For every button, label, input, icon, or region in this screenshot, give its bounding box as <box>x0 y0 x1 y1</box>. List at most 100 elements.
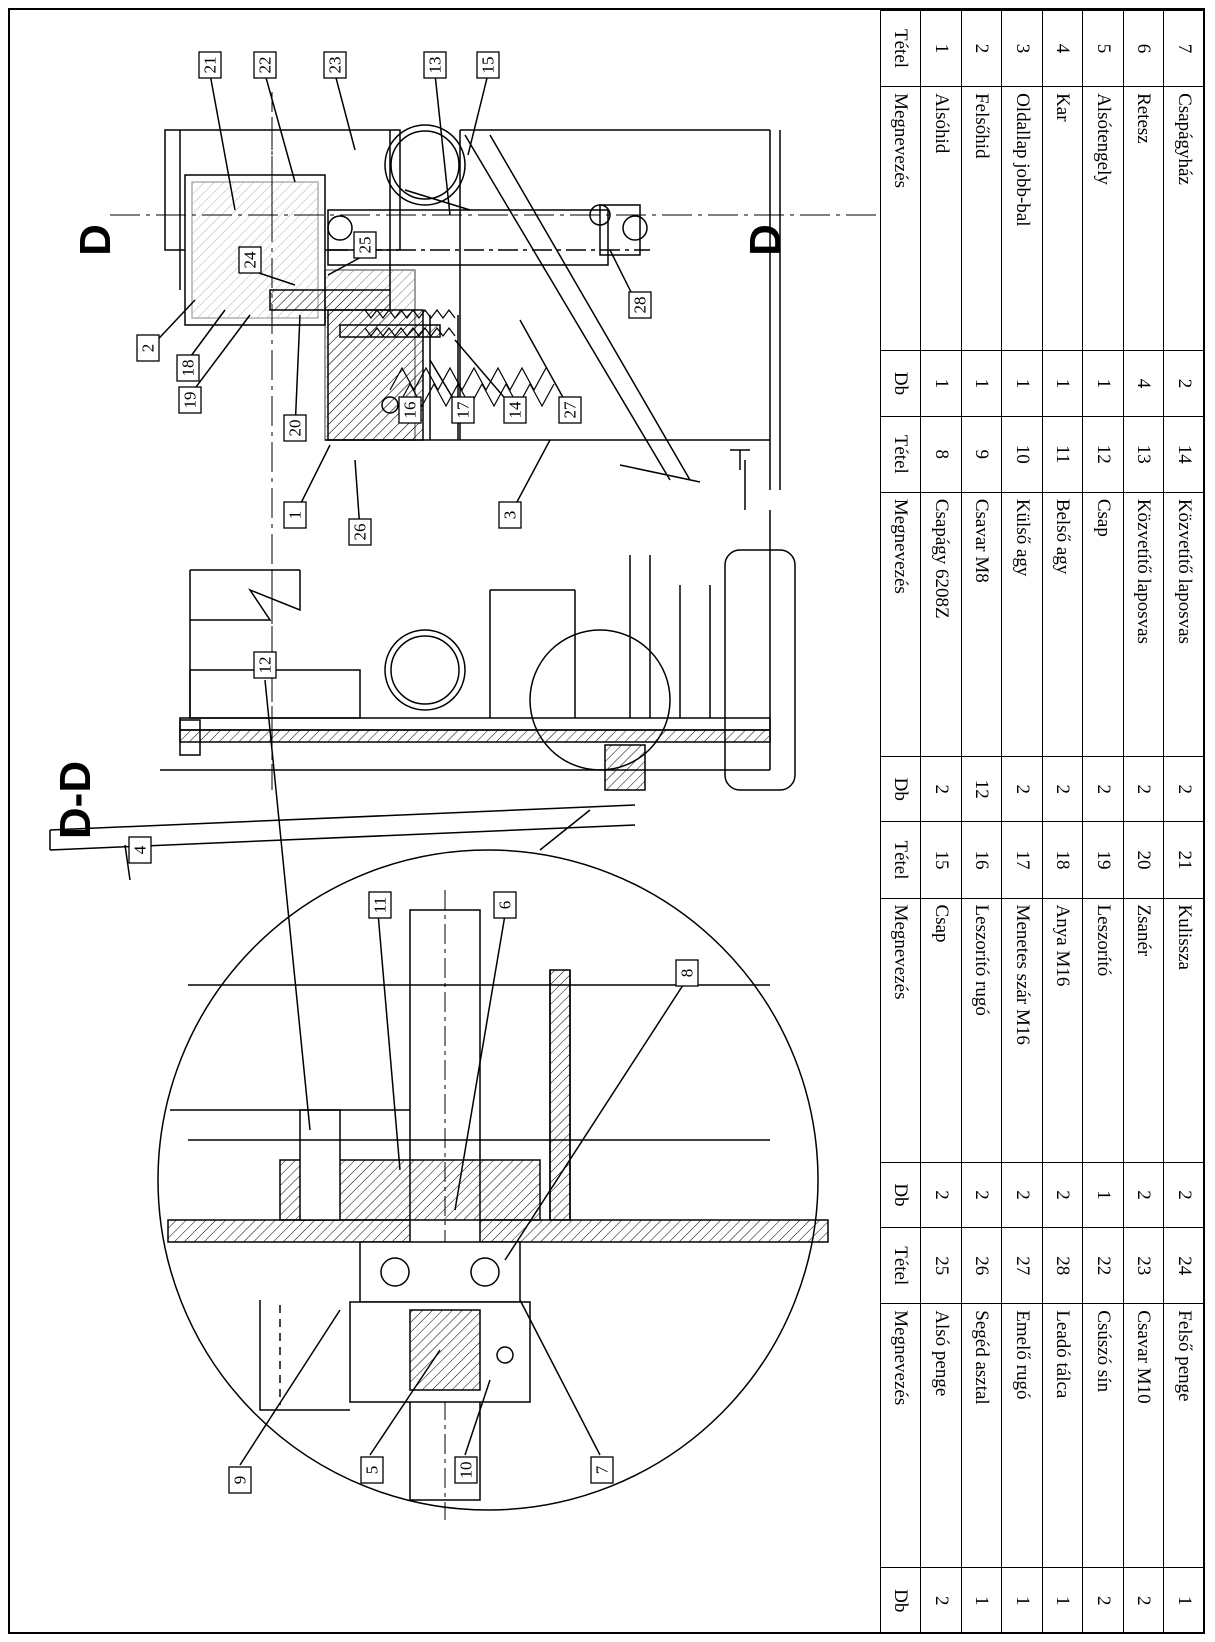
callout-14: 14 <box>503 396 527 424</box>
section-mark-top: D <box>71 224 120 256</box>
bom-header-megnevezes: Megnevezés <box>880 492 921 757</box>
bom-item-name: Csapágy 6208Z <box>921 492 962 757</box>
callout-11: 11 <box>368 891 392 919</box>
bom-item-qty: 1 <box>921 350 962 417</box>
bom-item-number: 3 <box>1002 10 1043 87</box>
bom-header-tetel: Tétel <box>880 1227 921 1304</box>
bom-item-qty: 2 <box>1042 756 1083 822</box>
callout-12: 12 <box>253 651 277 679</box>
callout-17: 17 <box>451 396 475 424</box>
callout-label: 20 <box>286 420 305 437</box>
callout-24: 24 <box>238 246 262 274</box>
callout-label: 9 <box>231 1476 250 1485</box>
callout-8: 8 <box>675 959 699 987</box>
bom-item-qty: 1 <box>1042 1567 1083 1634</box>
bom-item-number: 19 <box>1083 821 1124 899</box>
bom-header-megnevezes: Megnevezés <box>880 898 921 1163</box>
callout-label: 16 <box>401 402 420 419</box>
callout-3: 3 <box>498 501 522 529</box>
bom-item-number: 6 <box>1123 10 1164 87</box>
bom-item-number: 14 <box>1164 416 1205 493</box>
callout-label: 6 <box>496 901 515 910</box>
bom-header-tetel: Tétel <box>880 821 921 899</box>
bom-header-db: Db <box>880 1162 921 1228</box>
bom-item-name: Alsóhid <box>921 86 962 351</box>
callout-10: 10 <box>454 1456 478 1484</box>
bom-item-name: Leszorító rugó <box>961 898 1002 1163</box>
bom-item-number: 18 <box>1042 821 1083 899</box>
bom-header-db: Db <box>880 350 921 417</box>
callout-9: 9 <box>228 1466 252 1494</box>
bom-item-number: 10 <box>1002 416 1043 493</box>
bom-header-tetel: Tétel <box>880 10 921 87</box>
bom-item-qty: 2 <box>961 1162 1002 1228</box>
bom-item-number: 26 <box>961 1227 1002 1304</box>
callout-21: 21 <box>198 51 222 79</box>
callout-label: 13 <box>426 57 445 74</box>
bom-item-qty: 2 <box>1083 756 1124 822</box>
bom-header-megnevezes: Megnevezés <box>880 1303 921 1568</box>
callout-label: 4 <box>131 845 150 854</box>
detail-view <box>157 679 829 1520</box>
callout-label: 17 <box>454 401 473 419</box>
bom-item-name: Csúszó sín <box>1083 1303 1124 1568</box>
bom-header-db: Db <box>880 756 921 822</box>
bom-item-name: Külső agy <box>1002 492 1043 757</box>
callout-6: 6 <box>493 891 517 919</box>
bom-item-name: Csapágyház <box>1164 86 1205 351</box>
callout-20: 20 <box>283 414 307 442</box>
bom-item-qty: 2 <box>1164 756 1205 822</box>
bom-item-number: 22 <box>1083 1227 1124 1304</box>
bom-item-qty: 2 <box>1002 756 1043 822</box>
callout-13: 13 <box>423 51 447 79</box>
bom-item-number: 9 <box>961 416 1002 493</box>
bom-item-number: 15 <box>921 821 962 899</box>
callout-label: 2 <box>139 344 158 353</box>
main-assembly-view <box>110 73 880 791</box>
bom-item-number: 20 <box>1123 821 1164 899</box>
bom-item-qty: 2 <box>1164 1162 1205 1228</box>
bom-item-name: Oldallap jobb-bal <box>1002 86 1043 351</box>
callout-2: 2 <box>136 334 160 362</box>
bom-item-qty: 1 <box>961 1567 1002 1634</box>
callout-label: 7 <box>593 1465 612 1474</box>
bom-item-qty: 2 <box>921 756 962 822</box>
callout-label: 23 <box>326 57 345 74</box>
callout-label: 27 <box>561 401 580 419</box>
bom-item-name: Zsanér <box>1123 898 1164 1163</box>
bom-item-name: Menetes szár M16 <box>1002 898 1043 1163</box>
bom-item-number: 27 <box>1002 1227 1043 1304</box>
bom-item-name: Csavar M10 <box>1123 1303 1164 1568</box>
callout-19: 19 <box>178 386 202 414</box>
callout-label: 12 <box>256 657 275 674</box>
callout-7: 7 <box>590 1456 614 1484</box>
bom-item-qty: 1 <box>961 350 1002 417</box>
bom-header-db: Db <box>880 1567 921 1634</box>
callout-label: 18 <box>179 360 198 377</box>
section-mark-bottom: D <box>741 224 790 256</box>
bom-item-name: Csavar M8 <box>961 492 1002 757</box>
section-dd-view <box>49 510 771 881</box>
callout-label: 26 <box>351 524 370 541</box>
bom-item-qty: 2 <box>1123 1567 1164 1634</box>
bom-item-qty: 2 <box>1164 350 1205 417</box>
bom-item-number: 25 <box>921 1227 962 1304</box>
bom-item-qty: 1 <box>1083 1162 1124 1228</box>
section-label-dd: D-D <box>51 761 100 839</box>
callout-22: 22 <box>253 51 277 79</box>
bom-item-number: 2 <box>961 10 1002 87</box>
bom-item-qty: 2 <box>1123 756 1164 822</box>
bom-item-number: 16 <box>961 821 1002 899</box>
bom-item-number: 13 <box>1123 416 1164 493</box>
callout-label: 1 <box>286 511 305 520</box>
bom-item-name: Emelő rugó <box>1002 1303 1043 1568</box>
callout-25: 25 <box>353 231 377 259</box>
bom-item-qty: 1 <box>1002 350 1043 417</box>
callout-27: 27 <box>558 396 582 424</box>
